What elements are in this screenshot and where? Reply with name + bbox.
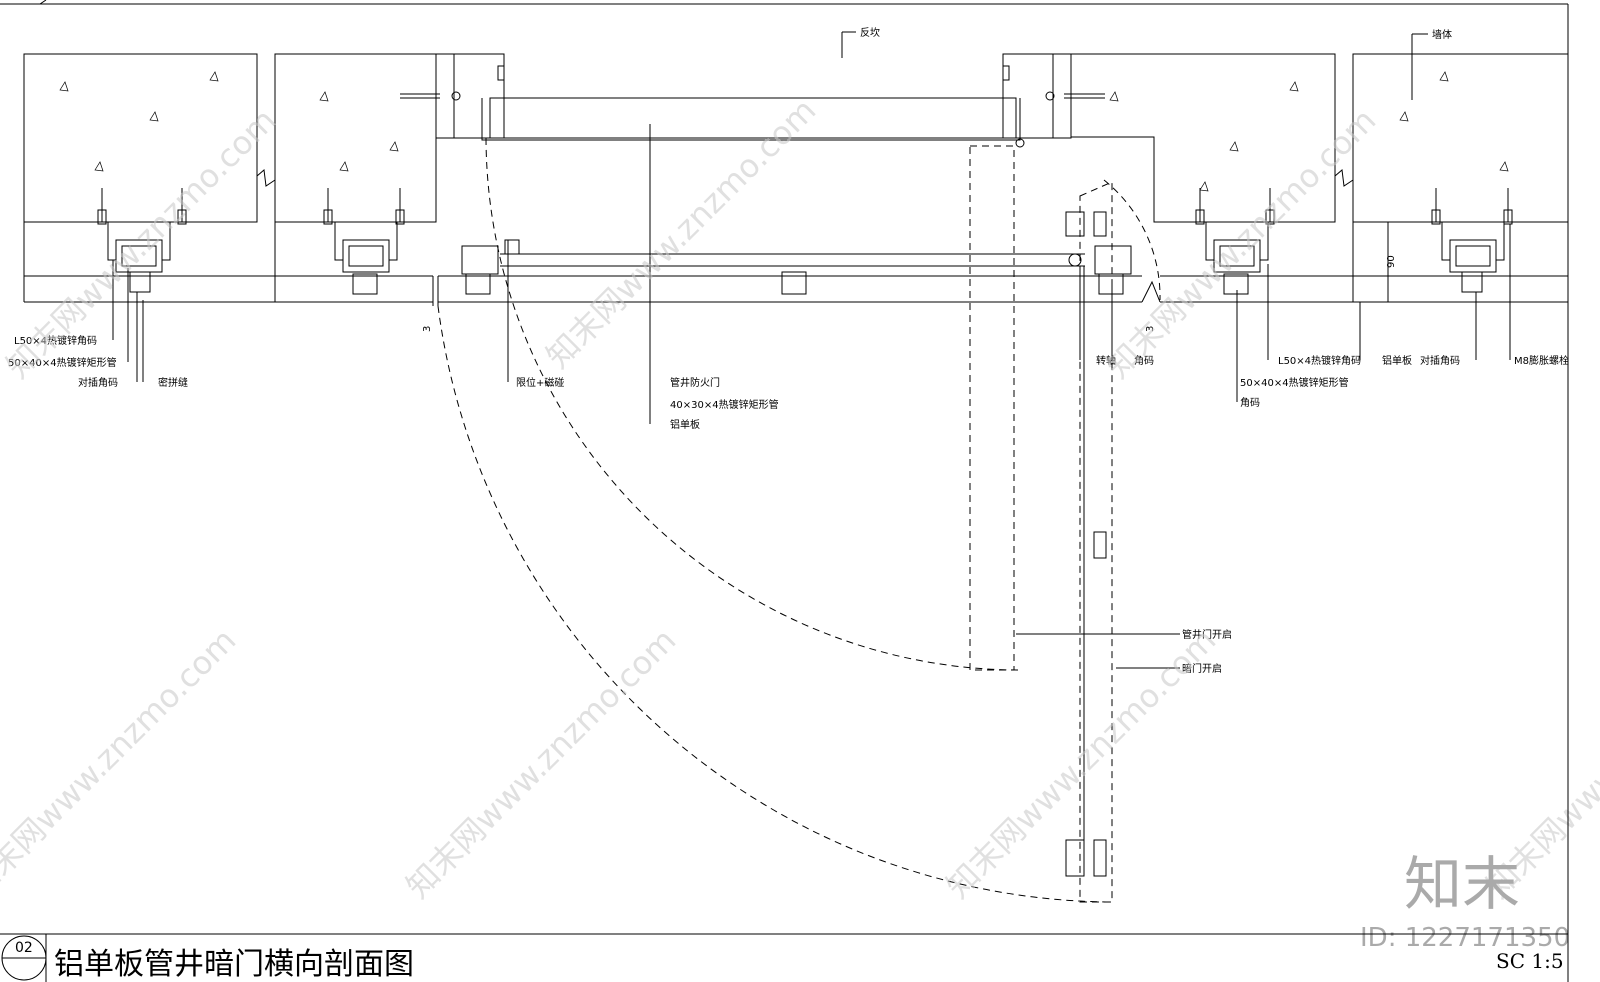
- label-bolt: M8膨胀螺栓: [1514, 354, 1569, 367]
- watermark-text-2: 知末网www.znzmo.com: [539, 91, 824, 376]
- door-frame-left: [400, 53, 505, 139]
- aggregate-marks: [59, 71, 1509, 192]
- title-block: 02 铝单板管井暗门横向剖面图 SC 1:5: [0, 4, 1569, 982]
- corner-mark: [0, 0, 47, 5]
- detail-number: 02: [15, 940, 33, 956]
- label-insert-right: 对插角码: [1420, 354, 1460, 367]
- fire-door-leaf: [481, 97, 1025, 148]
- label-fankan: 反坎: [860, 26, 880, 39]
- watermark-text-1: 知末网www.znzmo.com: [0, 101, 283, 386]
- label-rect50-left: 50×40×4热镀锌矩形管: [8, 356, 117, 369]
- watermark-id: ID: 1227171350: [1360, 923, 1570, 953]
- label-firedoor: 管井防火门: [670, 376, 720, 389]
- annotations: 反坎 墙体 L50×4热镀锌角码 50×40×4热镀锌矩形管 对插角码 密拼缝 …: [8, 26, 1569, 675]
- label-insert-left: 对插角码: [78, 376, 118, 389]
- label-rect50-right: 50×40×4热镀锌矩形管: [1240, 376, 1349, 389]
- dim-3-left: 3: [422, 326, 433, 332]
- watermark: 知末网www.znzmo.com 知末网www.znzmo.com 知末网www…: [0, 91, 1600, 953]
- label-seam: 密拼缝: [158, 376, 188, 389]
- dim-3-right: 3: [1145, 326, 1156, 332]
- label-alu-right: 铝单板: [1382, 354, 1412, 367]
- drawing-scale: SC 1:5: [1496, 949, 1564, 973]
- watermark-text-6: 知末网www.znzmo.com: [939, 621, 1223, 906]
- swing-arcs: [437, 137, 1161, 903]
- watermark-text-5: 知末网www.znzmo.com: [399, 621, 684, 906]
- drawing-title: 铝单板管井暗门横向剖面图: [54, 947, 414, 982]
- label-alu-mid: 铝单板: [670, 418, 700, 431]
- label-rect40: 40×30×4热镀锌矩形管: [670, 398, 779, 411]
- label-corner-mid: 角码: [1134, 355, 1154, 367]
- watermark-brand: 知末: [1404, 850, 1520, 918]
- watermark-text-4: 知末网www.znzmo.com: [0, 621, 243, 906]
- opened-panels: [969, 145, 1113, 903]
- leader-lines: [112, 31, 1511, 669]
- door-frame-right: [1002, 53, 1105, 139]
- label-wall: 墙体: [1432, 28, 1452, 41]
- watermark-text-3: 知末网www.znzmo.com: [1099, 101, 1384, 386]
- label-pivot: 转轴: [1096, 354, 1116, 367]
- label-hidden-open: 暗门开启: [1182, 662, 1222, 675]
- label-limit: 限位+磁碰: [516, 376, 564, 389]
- label-l50-right: L50×4热镀锌角码: [1278, 354, 1361, 367]
- dim-90: 90: [1386, 255, 1397, 268]
- label-corner-right: 角码: [1240, 397, 1260, 409]
- concrete-wall-left: [23, 53, 437, 223]
- aluminum-panel: [23, 222, 1568, 306]
- brackets: [97, 188, 1513, 295]
- label-shaft-open: 管井门开启: [1182, 628, 1232, 641]
- label-l50-left: L50×4热镀锌角码: [14, 334, 97, 347]
